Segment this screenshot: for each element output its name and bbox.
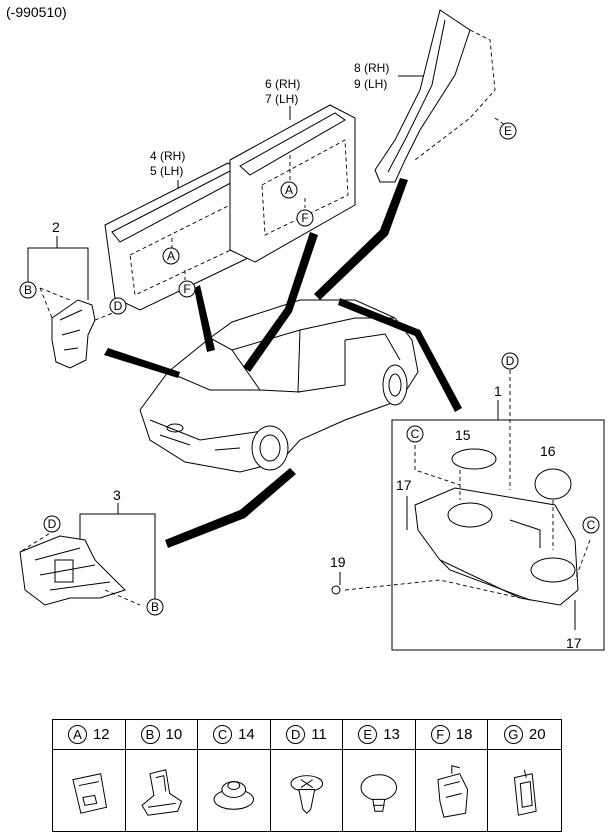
svg-text:E: E (504, 124, 512, 138)
part-19-screw: 19 (330, 554, 346, 595)
legend-letter-b: B (140, 725, 160, 744)
part-3-trim: 3 (19, 487, 156, 606)
ref-letter-a-1: A (162, 247, 180, 265)
legend-letter-g: G (503, 725, 523, 744)
ref-letter-c-1: C (406, 425, 424, 443)
clip-g-icon (488, 750, 561, 831)
svg-text:B: B (151, 600, 159, 614)
legend-header-c: C 14 (198, 720, 271, 750)
callout-17-a: 17 (396, 477, 412, 493)
callout-7: 7 (LH) (265, 92, 298, 106)
part-1-tray: 1 15 16 17 17 (344, 370, 605, 651)
part-4-5-trim: 4 (RH) 5 (LH) (104, 149, 249, 311)
legend-header-b: B 10 (125, 720, 199, 750)
ref-letter-b-2: B (146, 598, 164, 616)
callout-5: 5 (LH) (150, 164, 183, 178)
callout-8: 8 (RH) (354, 61, 389, 75)
legend-letter-e: E (358, 725, 378, 744)
legend-header-g: G 20 (488, 720, 561, 750)
callout-2: 2 (52, 219, 60, 235)
legend-part-g: 20 (528, 726, 546, 743)
svg-text:D: D (48, 517, 57, 531)
clip-f-icon (416, 750, 489, 831)
legend-letter-a: A (67, 725, 87, 744)
callout-9: 9 (LH) (354, 77, 387, 91)
ref-letter-e-1: E (499, 122, 517, 140)
legend-part-e: 13 (383, 726, 400, 743)
clip-e-icon (343, 750, 416, 831)
callout-4: 4 (RH) (150, 149, 185, 163)
ref-letter-d-2: D (501, 352, 519, 370)
diagram-code: (-990510) (6, 4, 67, 20)
svg-text:A: A (167, 249, 175, 263)
svg-text:C: C (411, 427, 420, 441)
callout-19: 19 (330, 554, 346, 570)
legend-letter-f: F (430, 725, 450, 744)
legend-part-b: 10 (165, 726, 183, 743)
part-6-7-trim: 6 (RH) 7 (LH) (229, 77, 356, 263)
svg-text:D: D (114, 299, 123, 313)
legend-part-d: 11 (311, 726, 327, 743)
svg-text:D: D (506, 354, 515, 368)
clip-d-icon (271, 750, 344, 831)
svg-text:A: A (285, 183, 293, 197)
ref-letter-c-2: C (582, 516, 600, 534)
callout-1: 1 (494, 383, 502, 399)
legend-part-a: 12 (92, 726, 110, 743)
legend-header-d: D 11 (270, 720, 344, 750)
part-8-9-trim: 8 (RH) 9 (LH) (354, 9, 506, 183)
part-2-trim: 2 (27, 219, 114, 369)
svg-text:F: F (301, 211, 308, 225)
svg-text:B: B (24, 283, 32, 297)
legend-header-a: A 12 (53, 720, 126, 750)
legend-part-f: 18 (455, 726, 473, 743)
callout-3: 3 (113, 487, 121, 503)
clip-a-icon (53, 750, 126, 831)
ref-letter-d-3: D (43, 515, 61, 533)
leader-arrows (104, 178, 462, 548)
legend-letter-c: C (213, 725, 233, 744)
svg-text:C: C (587, 518, 596, 532)
svg-text:F: F (183, 282, 190, 296)
fastener-legend-table: A 12 B 10 C 14 D 11 E 13 F 18 G 20 (52, 719, 562, 832)
callout-6: 6 (RH) (265, 77, 300, 91)
callout-17-b: 17 (566, 635, 582, 651)
ref-letter-f-1: F (178, 280, 196, 298)
ref-letter-f-2: F (296, 209, 314, 227)
legend-part-c: 14 (238, 726, 255, 743)
clip-b-icon (126, 750, 199, 831)
ref-letter-d-1: D (109, 297, 127, 315)
callout-15: 15 (455, 427, 471, 443)
legend-header-e: E 13 (343, 720, 416, 750)
legend-letter-d: D (286, 725, 306, 744)
clip-c-icon (198, 750, 271, 831)
legend-header-f: F 18 (415, 720, 489, 750)
ref-letter-a-2: A (280, 181, 298, 199)
callout-16: 16 (540, 443, 556, 459)
ref-letter-b-1: B (19, 281, 37, 299)
